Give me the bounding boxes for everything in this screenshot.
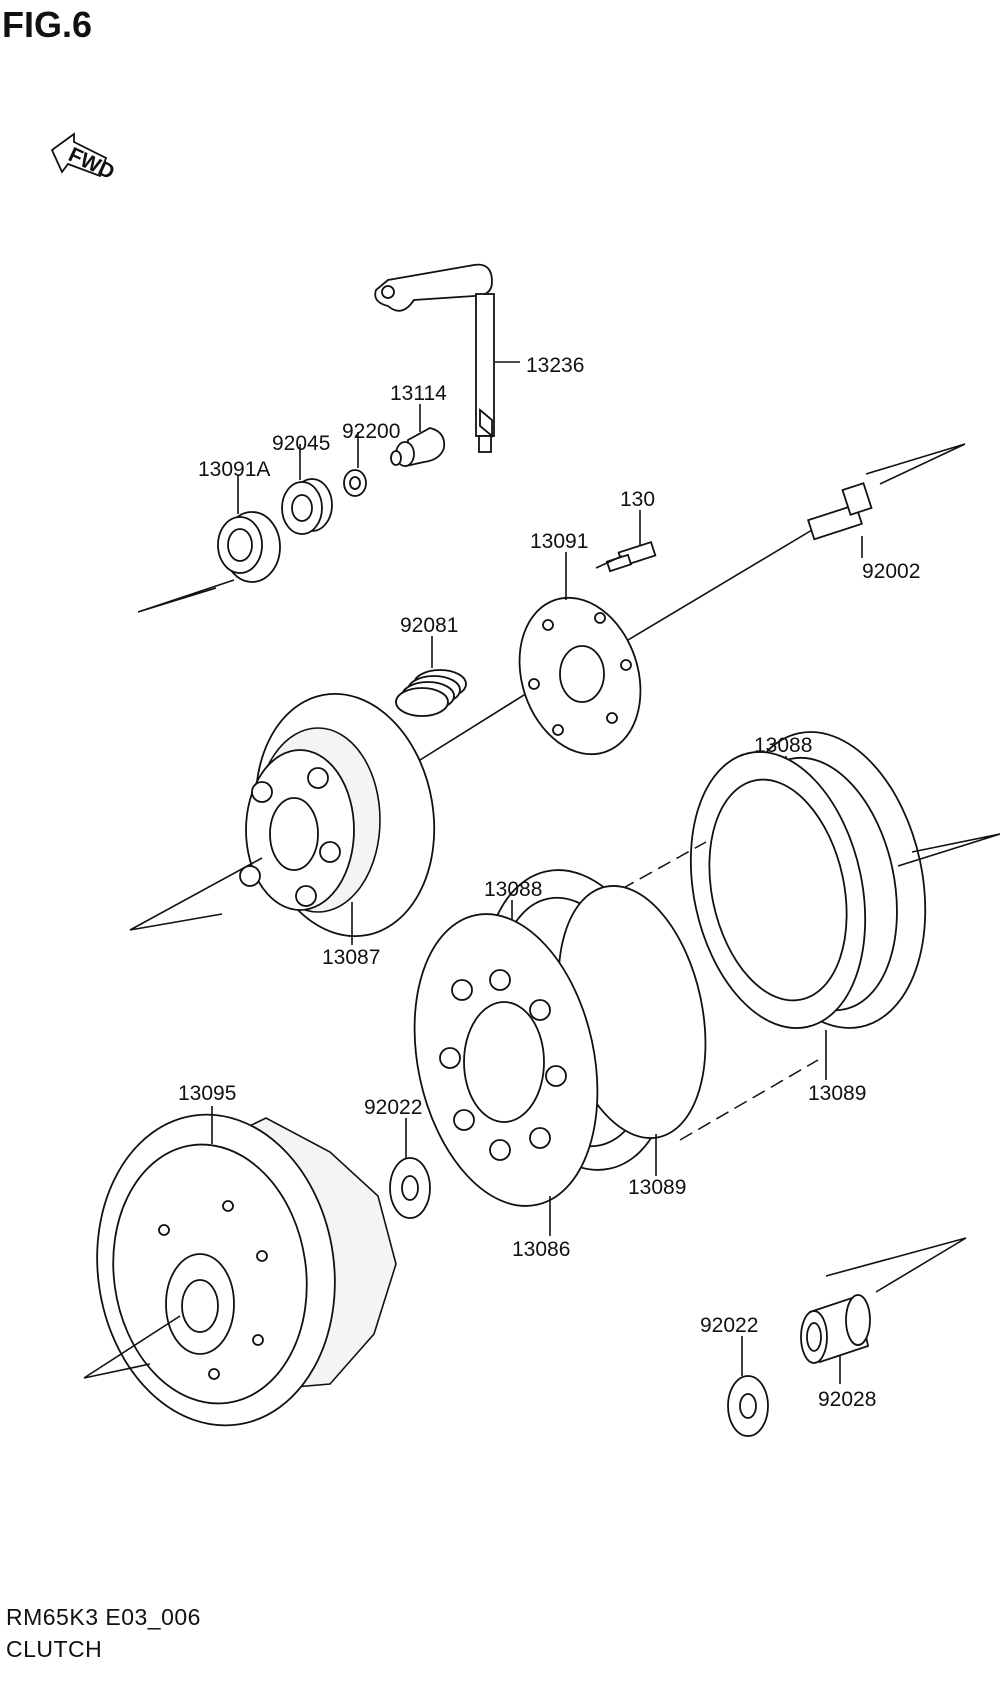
part-label-92022-low: 92022 xyxy=(700,1314,758,1337)
bolt-130 xyxy=(605,540,657,573)
bolt-92002 xyxy=(806,482,873,541)
part-label-13114: 13114 xyxy=(390,382,447,405)
part-label-92081: 92081 xyxy=(400,614,458,637)
washer-92200 xyxy=(343,469,367,497)
part-label-92200: 92200 xyxy=(342,420,400,443)
part-label-13091: 13091 xyxy=(530,530,588,553)
pressure-plate-13086 xyxy=(413,913,599,1207)
fwd-label: FWD xyxy=(65,143,118,184)
part-label-13088-top: 13088 xyxy=(754,734,812,757)
part-label-130: 130 xyxy=(620,488,655,511)
washer-92022-mid xyxy=(389,1157,431,1219)
part-label-92028: 92028 xyxy=(818,1388,876,1411)
part-label-13086: 13086 xyxy=(512,1238,570,1261)
footer-code: RM65K3 E03_006 xyxy=(6,1604,201,1630)
part-label-13095: 13095 xyxy=(178,1082,236,1105)
part-label-13091A: 13091A xyxy=(198,458,270,481)
part-label-13088-mid: 13088 xyxy=(484,878,542,901)
pressure-plate-13091 xyxy=(518,596,642,756)
steel-plate-13089-right xyxy=(689,751,867,1029)
bearing-92045 xyxy=(281,478,333,535)
part-label-13236: 13236 xyxy=(526,354,584,377)
retainer-13091A xyxy=(217,511,281,583)
part-label-92002: 92002 xyxy=(862,560,920,583)
part-label-13087: 13087 xyxy=(322,946,380,969)
part-label-92045: 92045 xyxy=(272,432,330,455)
collar-92028 xyxy=(800,1294,871,1364)
figure-title: FIG.6 xyxy=(2,4,93,45)
fwd-arrow-icon: FWD xyxy=(50,132,118,184)
spring-92081 xyxy=(395,669,467,717)
clutch-housing-13095 xyxy=(96,1113,397,1427)
clutch-hub-13087 xyxy=(239,692,436,938)
release-shaft-13236 xyxy=(374,263,495,453)
footer-name: CLUTCH xyxy=(6,1636,103,1662)
push-piece-13114 xyxy=(390,427,446,468)
washer-92022-low xyxy=(727,1375,769,1437)
part-label-92022-mid: 92022 xyxy=(364,1096,422,1119)
part-label-13089-right: 13089 xyxy=(808,1082,866,1105)
part-label-13089-mid: 13089 xyxy=(628,1176,686,1199)
